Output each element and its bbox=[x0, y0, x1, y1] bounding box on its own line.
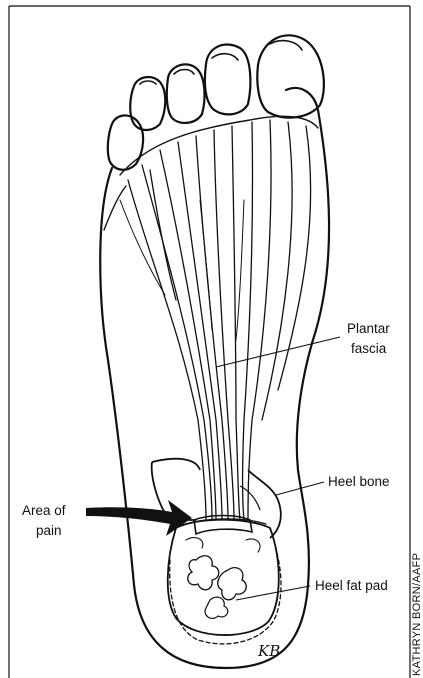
heel-fat-pad-leader bbox=[236, 586, 310, 600]
area-of-pain-label-line2: pain bbox=[36, 523, 62, 538]
artist-signature: KB bbox=[257, 642, 280, 660]
heel-fat-pad-label: Heel fat pad bbox=[315, 578, 388, 593]
plantar-fascia-label-line2: fascia bbox=[351, 341, 387, 356]
area-of-pain-label-line1: Area of bbox=[22, 503, 66, 518]
plantar-fascia-label-line1: Plantar bbox=[347, 321, 390, 336]
fascia-insertion bbox=[194, 516, 252, 535]
heel-fat-pad bbox=[168, 519, 281, 644]
plantar-fascia-fibers bbox=[120, 120, 311, 520]
illustrator-credit: KATHRYN BORN/AAFP bbox=[411, 553, 423, 676]
heel-bone-label: Heel bone bbox=[328, 474, 390, 489]
